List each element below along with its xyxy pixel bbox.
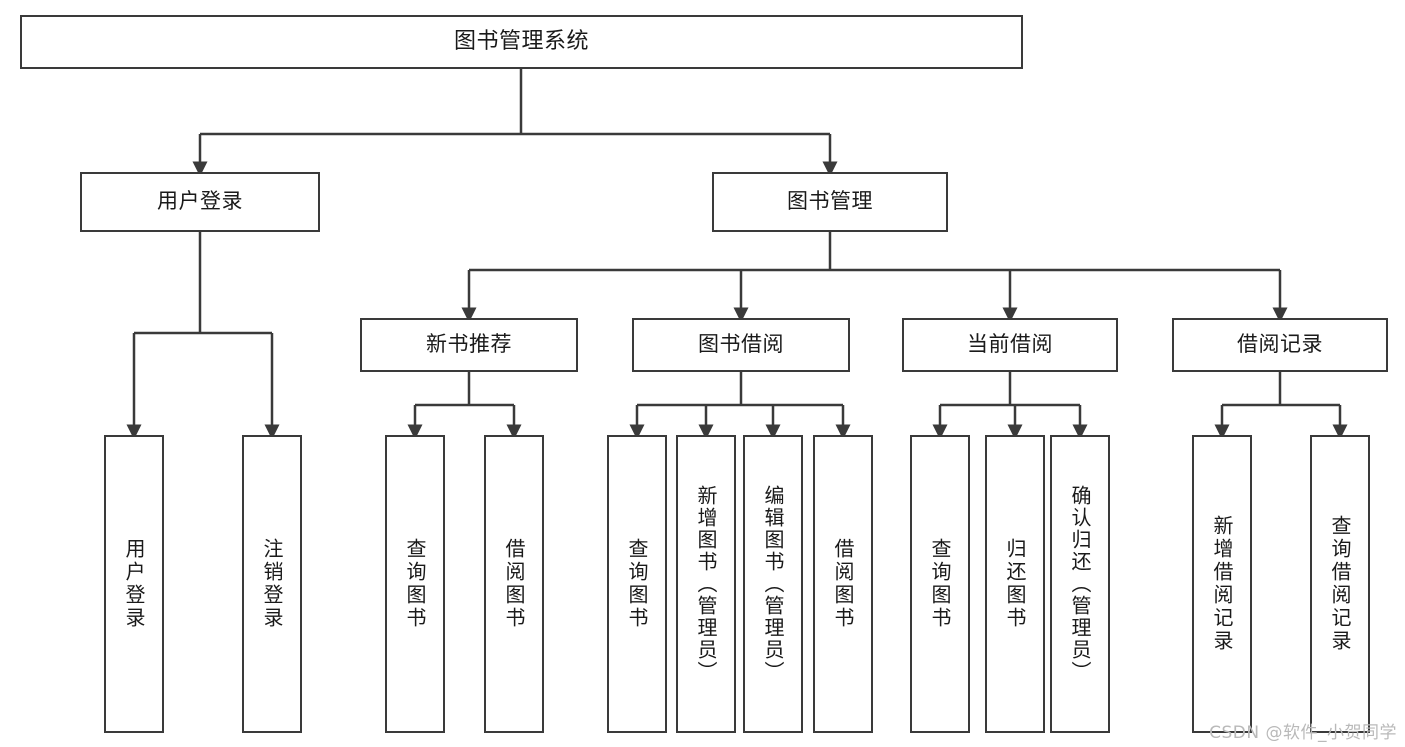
node-label: 查询借阅记录 — [1328, 515, 1352, 653]
node-leaf-add-book[interactable]: 新增图书（管理员） — [676, 435, 736, 733]
node-root-图书管理系统[interactable]: 图书管理系统 — [20, 15, 1023, 69]
edge-layer — [126, 69, 1348, 440]
node-label: 用户登录 — [122, 538, 146, 630]
node-user-login[interactable]: 用户登录 — [80, 172, 320, 232]
node-label: 新增借阅记录 — [1210, 515, 1234, 653]
node-leaf-query-book-3[interactable]: 查询图书 — [910, 435, 970, 733]
node-label: 借阅图书 — [831, 538, 855, 630]
node-leaf-borrow-book-2[interactable]: 借阅图书 — [813, 435, 873, 733]
node-borrow-record[interactable]: 借阅记录 — [1172, 318, 1388, 372]
node-label: 借阅图书 — [502, 538, 526, 630]
node-current-borrow[interactable]: 当前借阅 — [902, 318, 1118, 372]
node-label: 借阅记录 — [1237, 332, 1323, 357]
node-book-manage[interactable]: 图书管理 — [712, 172, 948, 232]
node-label: 图书管理 — [787, 189, 873, 214]
node-leaf-confirm-return[interactable]: 确认归还（管理员） — [1050, 435, 1110, 733]
node-leaf-query-book-1[interactable]: 查询图书 — [385, 435, 445, 733]
node-label: 图书借阅 — [698, 332, 784, 357]
node-label: 新书推荐 — [426, 332, 512, 357]
node-leaf-logout[interactable]: 注销登录 — [242, 435, 302, 733]
node-label: 编辑图书（管理员） — [761, 485, 785, 683]
node-leaf-user-login[interactable]: 用户登录 — [104, 435, 164, 733]
watermark-text: CSDN @软件_小贺同学 — [1209, 723, 1397, 743]
node-leaf-query-record[interactable]: 查询借阅记录 — [1310, 435, 1370, 733]
node-label: 注销登录 — [260, 538, 284, 630]
node-leaf-add-record[interactable]: 新增借阅记录 — [1192, 435, 1252, 733]
node-label: 当前借阅 — [967, 332, 1053, 357]
node-label: 查询图书 — [928, 538, 952, 630]
node-label: 新增图书（管理员） — [694, 485, 718, 683]
node-leaf-borrow-book-1[interactable]: 借阅图书 — [484, 435, 544, 733]
node-leaf-query-book-2[interactable]: 查询图书 — [607, 435, 667, 733]
node-leaf-return-book[interactable]: 归还图书 — [985, 435, 1045, 733]
node-label: 查询图书 — [403, 538, 427, 630]
node-label: 图书管理系统 — [453, 28, 589, 54]
node-leaf-edit-book[interactable]: 编辑图书（管理员） — [743, 435, 803, 733]
node-label: 用户登录 — [157, 189, 243, 214]
node-book-borrow[interactable]: 图书借阅 — [632, 318, 850, 372]
node-new-book-rec[interactable]: 新书推荐 — [360, 318, 578, 372]
node-label: 归还图书 — [1003, 538, 1027, 630]
node-label: 查询图书 — [625, 538, 649, 630]
node-label: 确认归还（管理员） — [1068, 485, 1092, 683]
